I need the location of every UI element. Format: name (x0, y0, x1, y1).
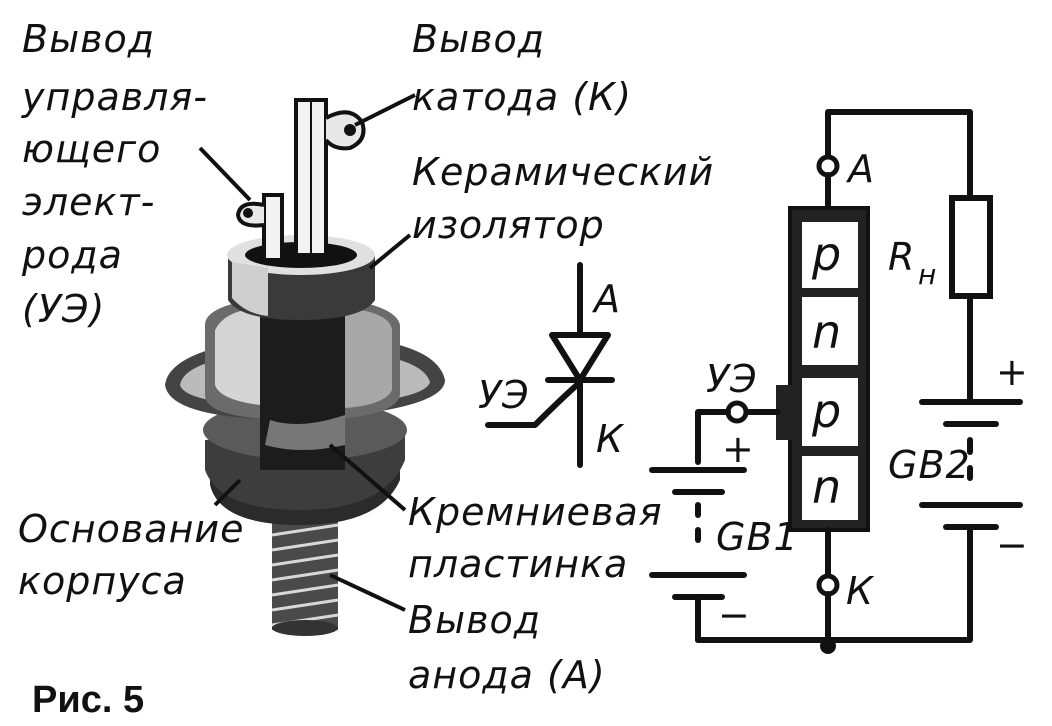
silicon-label-line-1: Кремниевая (408, 490, 663, 534)
figure-caption: Рис. 5 (32, 679, 144, 721)
symbol-gate-label: УЭ (478, 373, 530, 417)
circuit-cathode-label: К (846, 569, 875, 613)
thyristor-illustration (165, 98, 445, 636)
anode-lead-label: Вывод анода (А) (408, 598, 606, 697)
gb1-minus: − (718, 593, 751, 637)
layer-1-label: p (811, 227, 842, 281)
gate-label-line-3: ющего (22, 127, 161, 171)
anode-label-line-1: Вывод (408, 598, 541, 642)
circuit-diagram: А p n p n УЭ + GB1 (649, 109, 1029, 654)
silicon-label: Кремниевая пластинка (408, 490, 663, 586)
cathode-label-line-2: катода (К) (412, 75, 632, 119)
layer-3-label: p (811, 384, 842, 438)
gb2-plus: + (996, 350, 1029, 394)
gate-label-line-2: управля- (21, 75, 208, 119)
base-label: Основание корпуса (18, 507, 245, 603)
cathode-label-line-1: Вывод (412, 17, 545, 61)
cathode-lead (294, 98, 366, 257)
ceramic-label: Керамический изолятор (412, 150, 714, 247)
load-label: R (888, 235, 915, 279)
battery-gb1: + GB1 − (649, 427, 799, 643)
gate-label-line-1: Вывод (22, 17, 155, 61)
gate-label-line-4: элект- (22, 180, 155, 224)
gb1-plus: + (722, 427, 755, 471)
load-resistor: R н (888, 195, 993, 299)
gb2-minus: − (996, 523, 1029, 567)
layer-2-label: n (812, 305, 842, 359)
ceramic-label-line-2: изолятор (412, 203, 605, 247)
battery-gb2: + GB2 − (888, 293, 1029, 567)
gate-label-line-6: (УЭ) (22, 287, 105, 331)
circuit-gate-label: УЭ (706, 357, 758, 401)
gb2-label: GB2 (888, 443, 971, 487)
load-subscript: н (918, 258, 937, 291)
thyristor-symbol: А К УЭ (478, 262, 625, 468)
symbol-anode-label: А (591, 277, 621, 321)
gate-lead (235, 193, 284, 262)
circuit-anode-label: А (845, 147, 875, 191)
ceramic-label-line-1: Керамический (412, 150, 714, 194)
layer-4-label: n (812, 460, 842, 514)
silicon-label-line-2: пластинка (408, 542, 628, 586)
cathode-lead-label: Вывод катода (К) (412, 17, 632, 119)
pnpn-stack: p n p n (788, 206, 870, 532)
gate-label-line-5: рода (21, 233, 123, 277)
anode-label-line-2: анода (А) (408, 653, 606, 697)
junction-dot (820, 638, 836, 654)
base-label-line-2: корпуса (18, 559, 187, 603)
ceramic-insulator (205, 295, 400, 470)
symbol-cathode-label: К (596, 417, 625, 461)
gb1-label: GB1 (716, 515, 799, 559)
leader-lines (198, 93, 416, 612)
gate-lead-label: Вывод управля- ющего элект- рода (УЭ) (21, 17, 208, 331)
base-label-line-1: Основание (18, 507, 245, 551)
